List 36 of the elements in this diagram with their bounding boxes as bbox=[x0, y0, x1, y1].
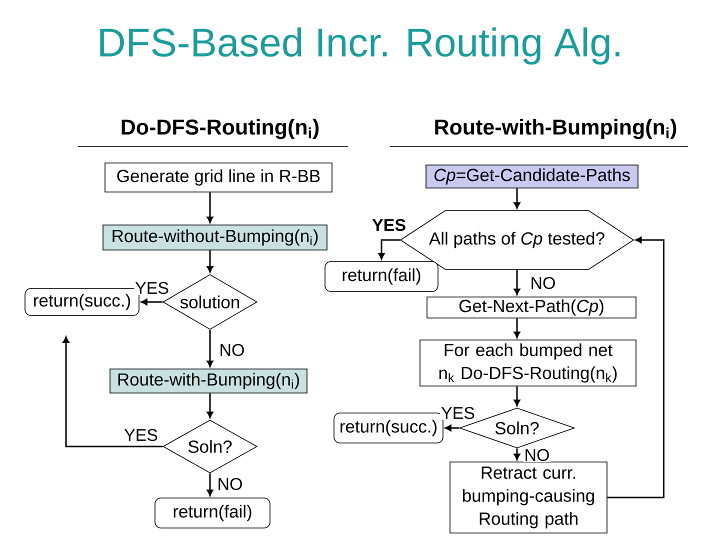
process-box: Generate grid line in R-BB bbox=[104, 162, 332, 192]
edge-label: YES bbox=[440, 406, 476, 420]
arrow bbox=[514, 270, 520, 295]
edge-label: NO bbox=[529, 276, 557, 290]
arrow bbox=[445, 424, 460, 432]
edge-label: NO bbox=[523, 448, 551, 462]
edge-label: YES bbox=[134, 280, 170, 296]
arrow bbox=[141, 298, 163, 306]
title: DFS-Based Incr. Routing Alg. bbox=[100, 27, 620, 65]
arrow bbox=[206, 192, 214, 223]
section-heading: Route-with-Bumping(n$_{i}$) bbox=[435, 118, 676, 140]
arrow bbox=[62, 336, 163, 448]
terminal-box: return(fail) bbox=[324, 261, 438, 292]
arrow bbox=[514, 448, 520, 460]
process-box: Retract curr. bumping-causing Routing path bbox=[450, 462, 608, 534]
terminal-box: return(succ.) bbox=[24, 288, 140, 316]
section-heading: Do-DFS-Routing(n$_{i}$) bbox=[122, 118, 319, 140]
edge-label: NO bbox=[218, 342, 246, 358]
process-box: Cp=Get-Candidate-Paths bbox=[426, 164, 638, 188]
arrow bbox=[206, 250, 214, 272]
terminal-box: return(fail) bbox=[154, 498, 270, 528]
arrow bbox=[514, 188, 520, 209]
terminal-box: return(succ.) bbox=[334, 412, 444, 444]
process-box: Get-Next-Path(Cp) bbox=[426, 296, 636, 318]
arrow bbox=[206, 393, 214, 418]
edge-label: YES bbox=[123, 428, 160, 442]
arrow bbox=[378, 239, 400, 260]
arrow bbox=[206, 473, 214, 496]
process-box: For each bumped net n$_{k}$ Do-DFS-Routing(n$_{k}$) bbox=[420, 340, 636, 386]
arrow bbox=[206, 330, 214, 367]
arrow bbox=[607, 236, 664, 498]
arrow bbox=[514, 318, 520, 338]
arrow bbox=[514, 386, 520, 406]
edge-label: NO bbox=[216, 476, 244, 491]
process-box: Route-with-Bumping(n$_{i}$) bbox=[110, 368, 308, 394]
process-box: Route-without-Bumping(n$_{i}$) bbox=[102, 224, 328, 250]
